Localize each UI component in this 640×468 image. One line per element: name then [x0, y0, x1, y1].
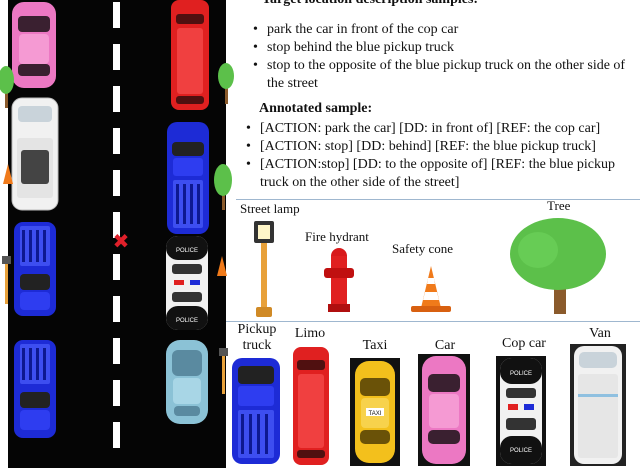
- pickup-icon: [232, 358, 280, 464]
- annotated-item: [ACTION: park the car] [DD: in front of]…: [246, 120, 634, 138]
- description-item: park the car in front of the cop car: [253, 21, 631, 39]
- annotated-heading: Annotated sample:: [259, 101, 373, 116]
- roadside-tree-right: [218, 63, 234, 104]
- divider-top: [236, 199, 640, 200]
- blue-pickup-left-1: [14, 222, 56, 316]
- target-marker: ✖: [113, 229, 130, 253]
- street-lamp-icon: [254, 221, 274, 317]
- car-icon: [418, 354, 470, 466]
- fire-hydrant-icon: [324, 248, 354, 312]
- tree-label: Tree: [547, 198, 571, 213]
- description-list: park the car in front of the cop car sto…: [253, 21, 631, 93]
- police-text: POLICE: [510, 371, 532, 377]
- safety-cone-icon: [411, 266, 451, 312]
- divider-bottom: [224, 321, 640, 322]
- description-item: stop behind the blue pickup truck: [253, 39, 631, 57]
- roadside-lamp-right: [219, 348, 228, 394]
- taxi-icon: TAXI: [350, 358, 400, 466]
- light-blue-car: [166, 340, 208, 424]
- cop-car-road: POLICE POLICE: [166, 236, 208, 330]
- description-item: stop to the opposite of the blue pickup …: [253, 57, 631, 93]
- annotated-item: [ACTION: stop] [DD: behind] [REF: the bl…: [246, 138, 634, 156]
- taxi-label: Taxi: [362, 338, 388, 353]
- taxi-text: TAXI: [369, 411, 382, 417]
- cop-car-icon: POLICE POLICE: [496, 356, 546, 466]
- red-limo: [171, 0, 209, 110]
- description-heading: Target location description samples:: [262, 0, 478, 9]
- police-text: POLICE: [510, 448, 532, 454]
- limo-label: Limo: [294, 326, 326, 341]
- fire-hydrant-label: Fire hydrant: [305, 229, 369, 244]
- police-text: POLICE: [176, 248, 198, 254]
- annotated-list: [ACTION: park the car] [DD: in front of]…: [246, 120, 634, 192]
- van-label: Van: [589, 326, 611, 341]
- limo-icon: [293, 347, 329, 465]
- lane-divider: [113, 2, 120, 448]
- roadside-tree-right-2: [214, 164, 232, 210]
- annotated-item: [ACTION:stop] [DD: to the opposite of] […: [246, 156, 634, 192]
- road-scene: POLICE POLICE ✖: [0, 0, 234, 468]
- street-lamp-label: Street lamp: [240, 201, 300, 216]
- roadside-lamp-left: [2, 256, 11, 304]
- car-label: Car: [434, 338, 456, 353]
- white-van: [11, 97, 59, 211]
- pink-car: [12, 2, 56, 88]
- roadside-cone: [217, 256, 227, 276]
- tree-icon: [510, 218, 606, 314]
- cop-car-label: Cop car: [502, 336, 546, 351]
- roadside-tree-left: [0, 66, 14, 108]
- safety-cone-label: Safety cone: [392, 241, 454, 256]
- blue-pickup-right: [167, 122, 209, 234]
- van-icon: [570, 344, 626, 466]
- pickup-label: Pickup truck: [237, 322, 277, 353]
- blue-pickup-left-2: [14, 340, 56, 438]
- roadside-cone: [3, 164, 13, 184]
- police-text: POLICE: [176, 318, 198, 324]
